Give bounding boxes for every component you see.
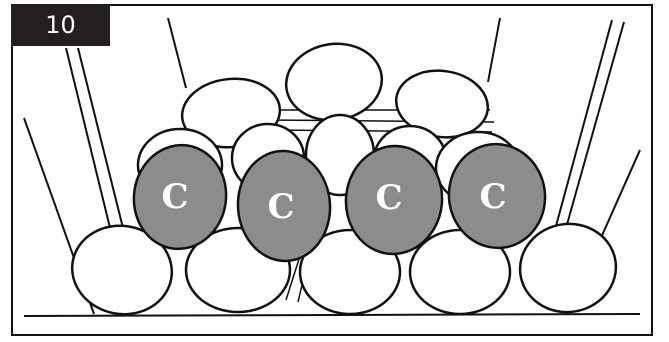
highlighted-stone (236, 149, 332, 263)
firebox-side-lines (23, 17, 641, 317)
step-number-badge: 10 (11, 4, 110, 46)
stone-label: C (161, 177, 188, 217)
stone-label: C (267, 187, 294, 227)
stone-label: C (375, 178, 402, 218)
highlighted-stone (447, 142, 547, 250)
stone-label: C (479, 177, 506, 217)
highlighted-stone (344, 144, 444, 256)
stone (518, 222, 618, 314)
stone (284, 42, 384, 122)
stone-labels: C C C C (161, 177, 506, 227)
highlighted-stones (132, 142, 547, 263)
stone (70, 224, 174, 316)
highlighted-stone (132, 143, 228, 251)
